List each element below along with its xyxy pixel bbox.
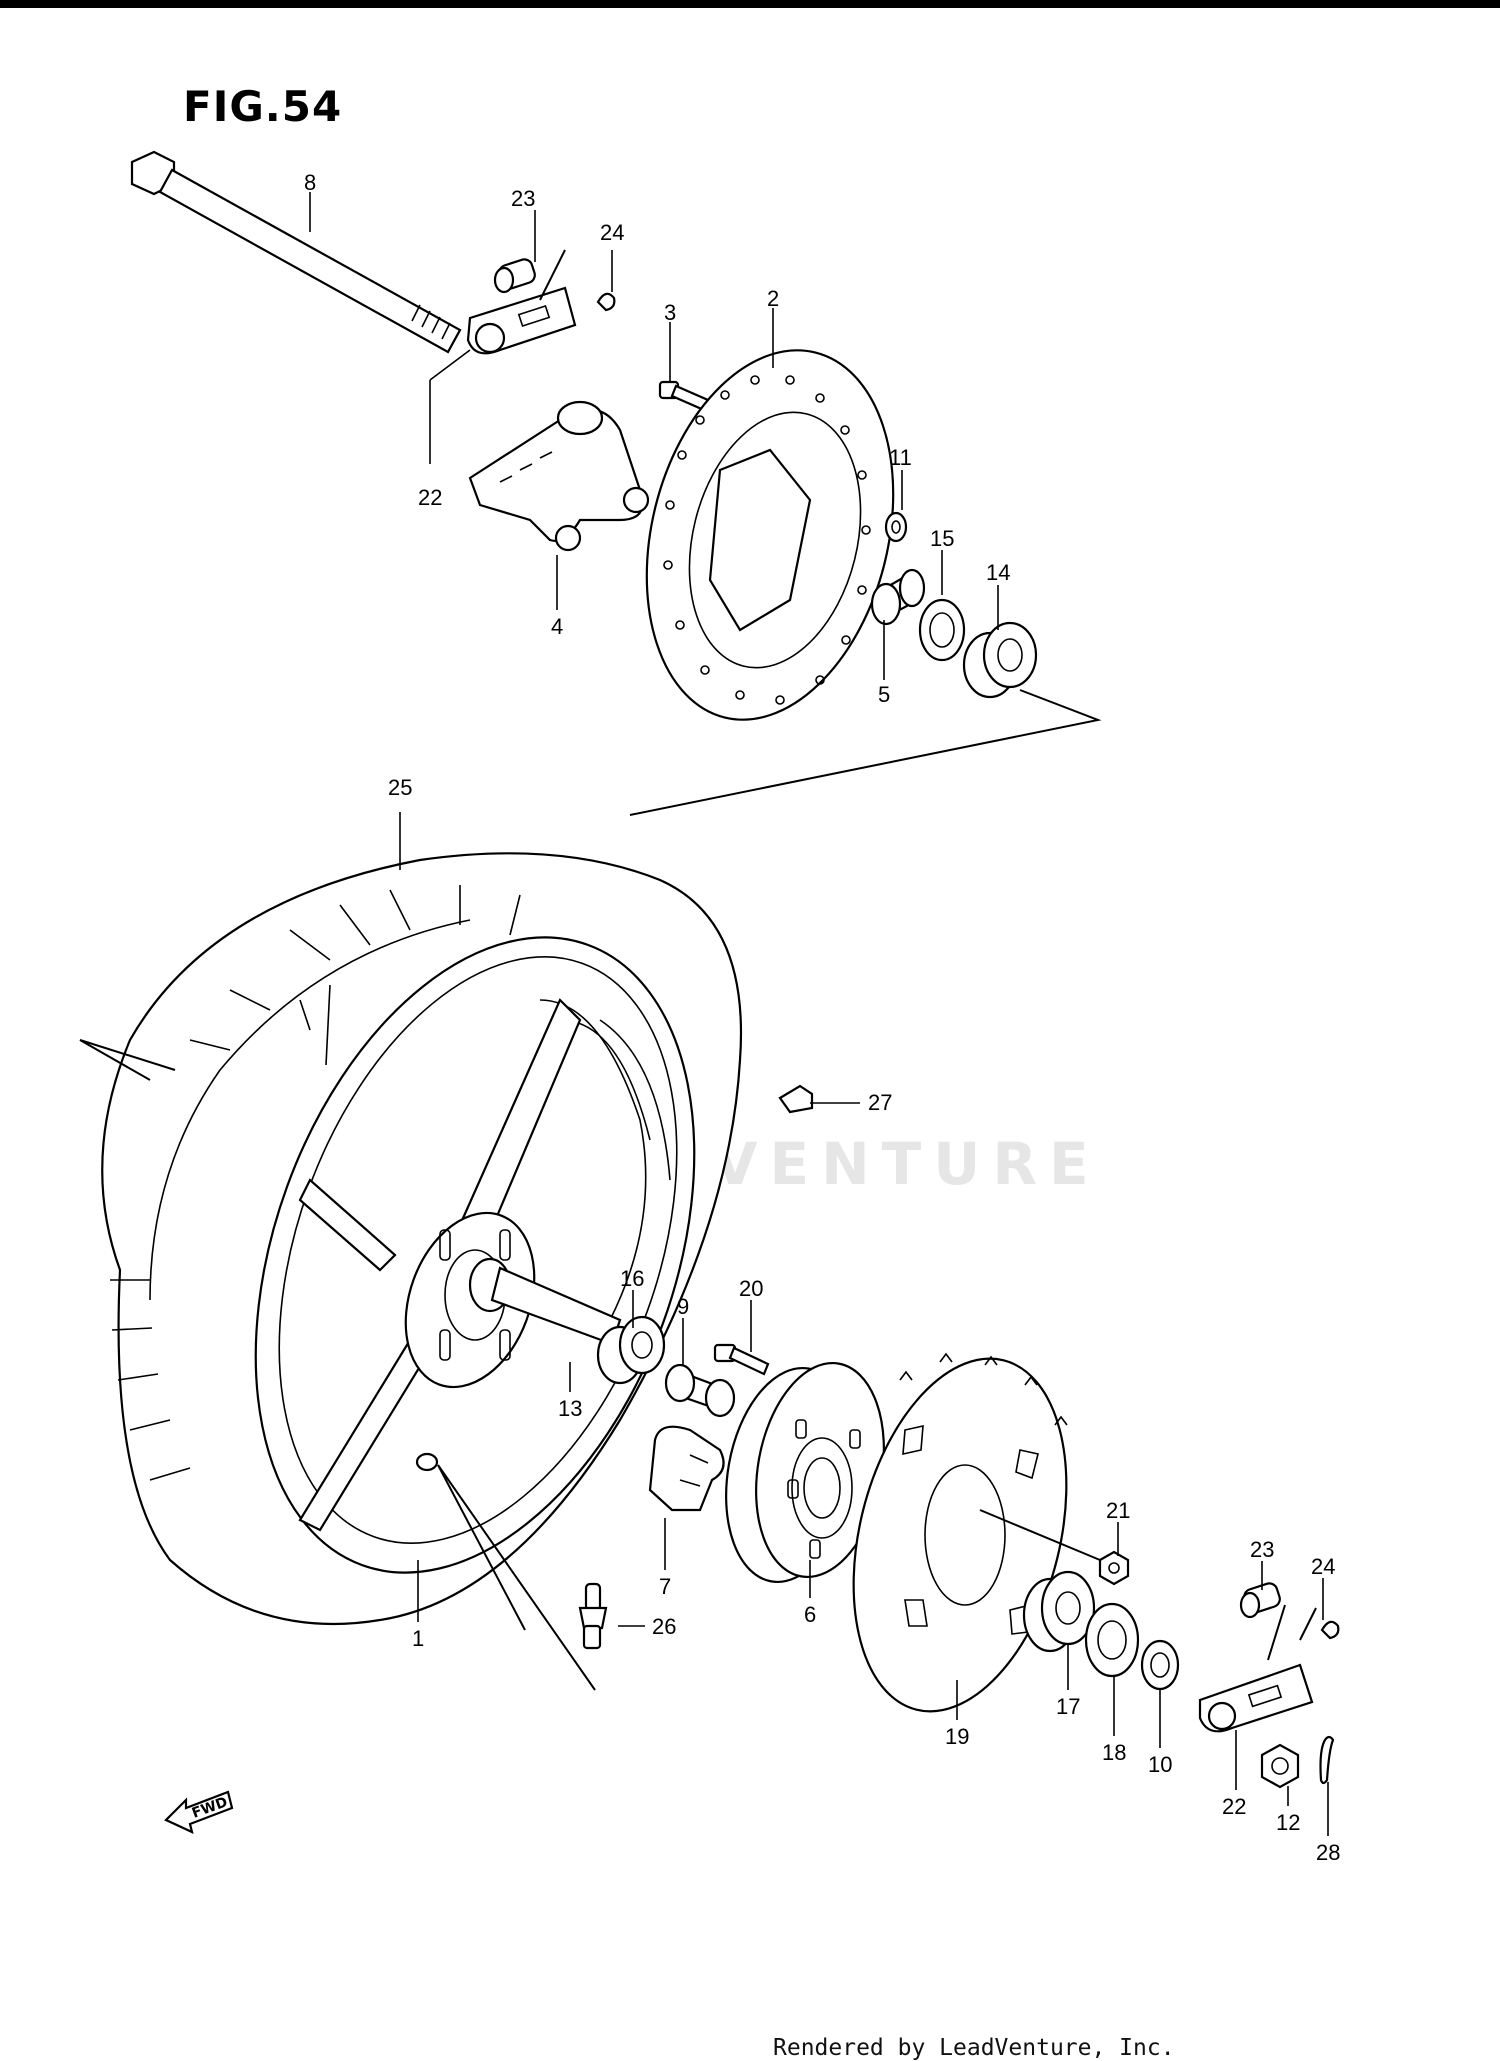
callout-23-bottom: 23 xyxy=(1250,1537,1274,1562)
assembly-line-adjuster xyxy=(1267,1604,1317,1661)
sprocket-mounting-drum[interactable] xyxy=(710,1353,900,1592)
sprocket-mount-bolt[interactable] xyxy=(713,1343,770,1376)
chain-adjuster-bottom[interactable] xyxy=(1198,1663,1314,1733)
callout-22-top: 22 xyxy=(418,485,442,510)
cotter-pin[interactable] xyxy=(1319,1735,1335,1785)
callout-2: 2 xyxy=(767,286,779,311)
callout-4: 4 xyxy=(551,614,563,639)
callout-1: 1 xyxy=(412,1626,424,1651)
callout-10: 10 xyxy=(1148,1752,1172,1777)
callout-8: 8 xyxy=(304,170,316,195)
bearing-wheel-left[interactable] xyxy=(596,1315,666,1385)
tire-valve[interactable] xyxy=(578,1582,608,1650)
callout-5: 5 xyxy=(878,682,890,707)
assembly-line-left xyxy=(79,1039,176,1081)
axle-nut[interactable] xyxy=(1260,1743,1300,1789)
callout-26: 26 xyxy=(652,1614,676,1639)
callout-27: 27 xyxy=(868,1090,892,1115)
callout-24-bottom: 24 xyxy=(1311,1554,1335,1579)
assembly-line-hub xyxy=(437,1464,596,1691)
figure-title: FIG.54 xyxy=(183,82,343,131)
adjuster-bolt-bottom[interactable] xyxy=(1239,1581,1282,1619)
callout-16: 16 xyxy=(620,1266,644,1291)
callout-leaders xyxy=(309,192,1329,1836)
hub-spacer[interactable] xyxy=(664,1363,736,1418)
rear-sprocket[interactable] xyxy=(819,1336,1100,1734)
callout-6: 6 xyxy=(804,1602,816,1627)
callout-3: 3 xyxy=(664,300,676,325)
callout-23-top: 23 xyxy=(511,186,535,211)
callout-15: 15 xyxy=(930,526,954,551)
callout-24-top: 24 xyxy=(600,220,624,245)
chain-adjuster-top[interactable] xyxy=(466,249,577,355)
oil-seal[interactable] xyxy=(918,598,966,662)
fwd-arrow-icon: FWD xyxy=(164,1790,234,1834)
caliper-bracket[interactable] xyxy=(468,400,650,552)
clip-bottom[interactable] xyxy=(1320,1620,1340,1640)
balance-weight[interactable] xyxy=(778,1084,814,1114)
cush-drive-damper[interactable] xyxy=(648,1425,725,1512)
callout-25: 25 xyxy=(388,775,412,800)
callout-22-bottom: 22 xyxy=(1222,1794,1246,1819)
footer-credit: Rendered by LeadVenture, Inc. xyxy=(773,2035,1175,2061)
callout-9: 9 xyxy=(677,1294,689,1319)
spacer[interactable] xyxy=(870,568,926,626)
disc-bolt[interactable] xyxy=(658,380,710,412)
adjuster-bolt-top[interactable] xyxy=(493,257,537,294)
callout-14: 14 xyxy=(986,560,1010,585)
callout-12: 12 xyxy=(1276,1810,1300,1835)
wheel-rim[interactable] xyxy=(174,876,776,1633)
callout-21: 21 xyxy=(1106,1498,1130,1523)
bearing-top[interactable] xyxy=(962,621,1038,699)
callout-18: 18 xyxy=(1102,1740,1126,1765)
callout-7: 7 xyxy=(659,1574,671,1599)
brake-disc[interactable] xyxy=(610,324,930,746)
callout-13: 13 xyxy=(558,1396,582,1421)
sprocket-spacer[interactable] xyxy=(1140,1639,1180,1691)
axle[interactable] xyxy=(130,150,462,354)
washer[interactable] xyxy=(884,511,908,543)
callout-19: 19 xyxy=(945,1724,969,1749)
callout-labels: 8 23 24 3 2 22 4 11 15 14 5 25 27 20 16 … xyxy=(304,170,1340,1865)
assembly-line-sprocket xyxy=(979,1509,1101,1561)
sprocket-oil-seal[interactable] xyxy=(1084,1602,1140,1678)
top-border xyxy=(0,0,1500,8)
callout-20: 20 xyxy=(739,1276,763,1301)
callout-28: 28 xyxy=(1316,1840,1340,1865)
assembly-line-upper xyxy=(629,689,1102,816)
callout-17: 17 xyxy=(1056,1694,1080,1719)
sprocket-nut[interactable] xyxy=(1098,1550,1130,1586)
clip-top[interactable] xyxy=(596,292,616,312)
callout-11: 11 xyxy=(889,445,912,470)
